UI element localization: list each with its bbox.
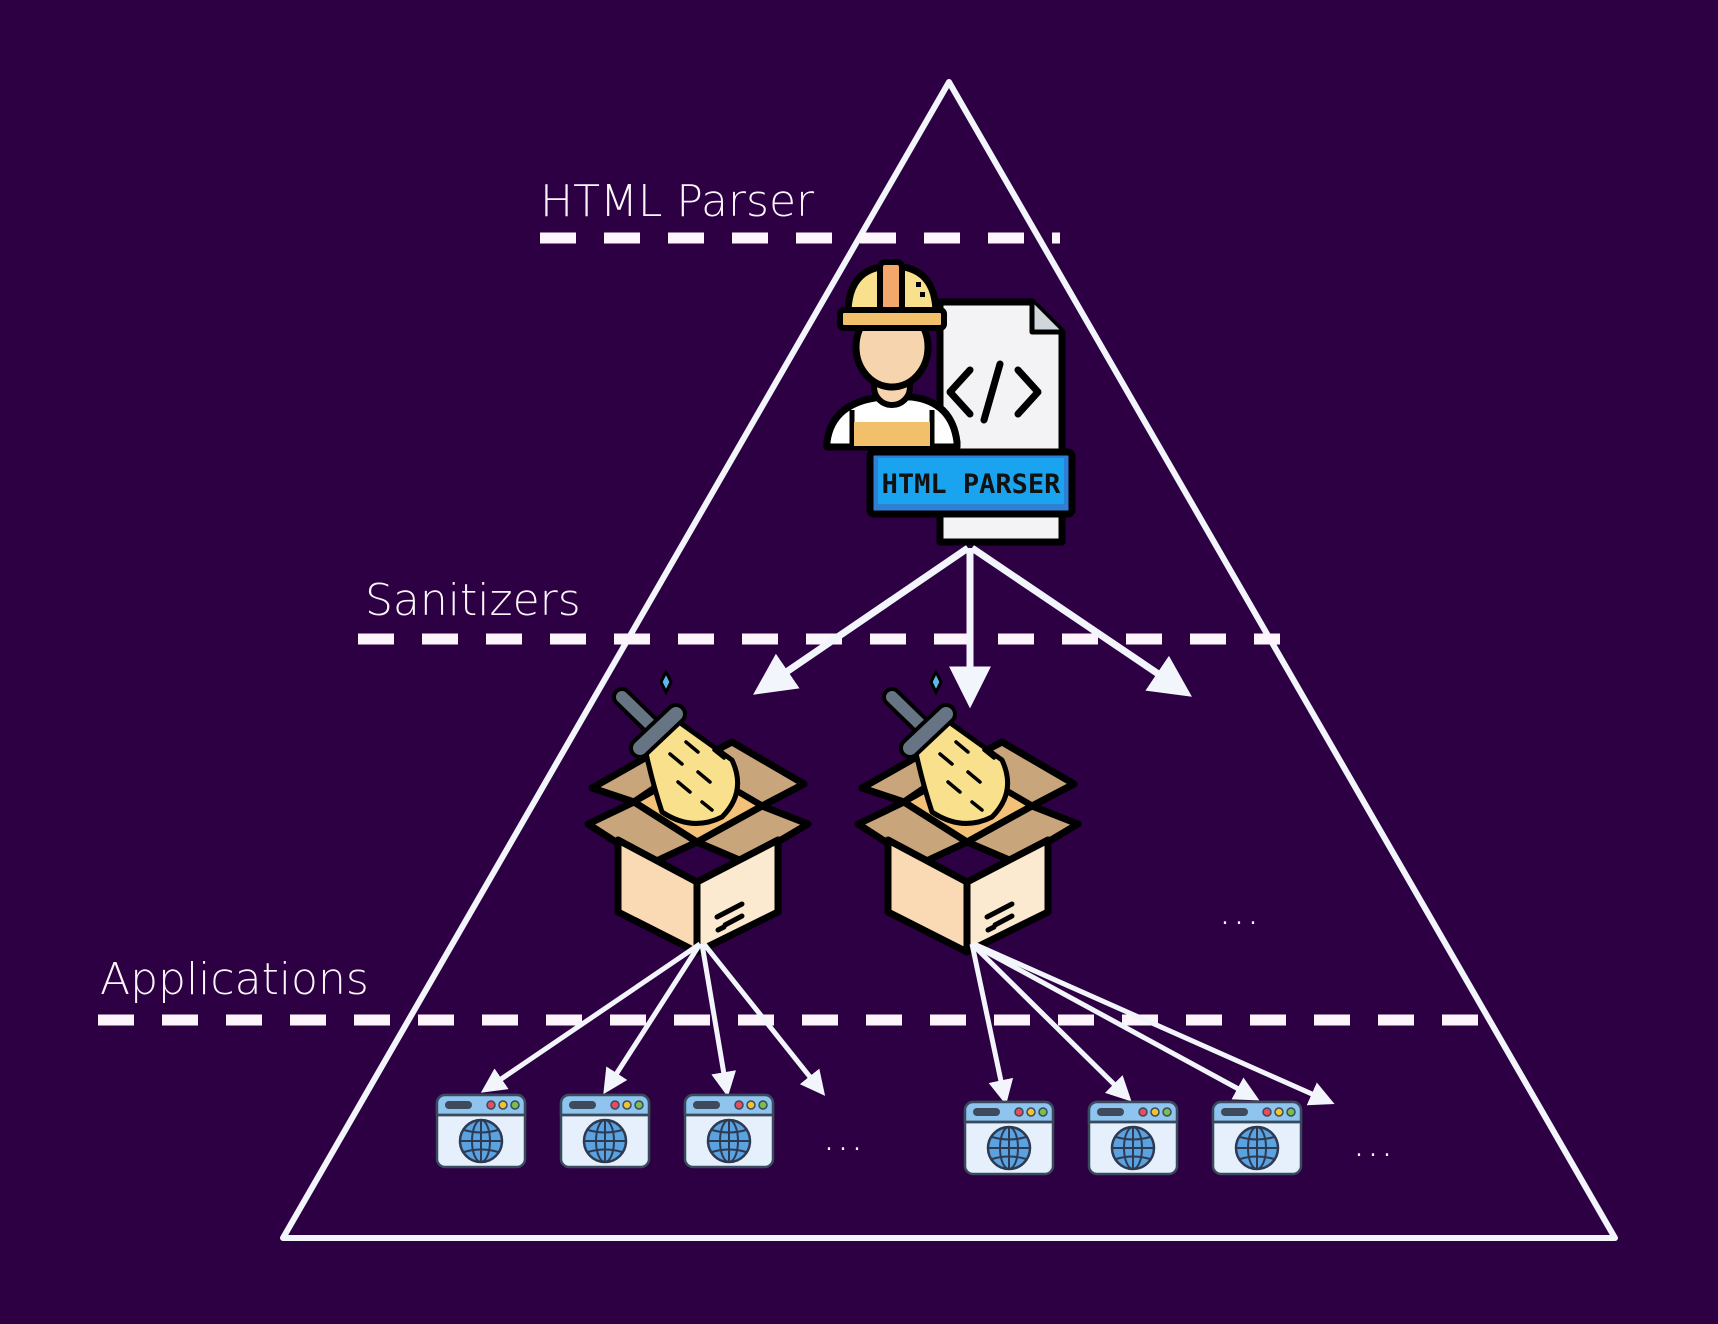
edge-sanitizer-2-app-1 — [969, 943, 1014, 1105]
edge-sanitizer-1-app-3 — [699, 943, 736, 1097]
parser-edges — [753, 545, 1192, 709]
layer-label-sanitizers: Sanitizers — [365, 575, 581, 626]
sanitizer-1-broom-box-icon — [588, 672, 808, 952]
sanitizer-2-broom-box-icon — [858, 672, 1078, 952]
app-group-2-ellipsis: ... — [1352, 1116, 1394, 1167]
edge-sanitizer-2-app-2 — [970, 942, 1132, 1102]
pyramid-outline — [280, 79, 1618, 1241]
edge-parser-sanitizer-1 — [753, 545, 970, 695]
sanitizer-2-edges — [969, 941, 1335, 1106]
edge-parser-sanitizer-more — [970, 545, 1192, 697]
edge-sanitizer-1-app-more — [702, 942, 826, 1096]
layer-label-applications: Applications — [100, 954, 369, 1005]
app-1-1-browser-icon — [435, 1093, 527, 1169]
edge-sanitizer-1-app-1 — [480, 941, 702, 1093]
app-group-1-ellipsis: ... — [822, 1110, 864, 1161]
edge-sanitizer-2-app-3 — [970, 941, 1260, 1101]
app-1-3-browser-icon — [683, 1093, 775, 1169]
layer-label-html-parser: HTML Parser — [540, 176, 815, 227]
edge-sanitizer-2-app-more — [972, 941, 1335, 1106]
app-2-3-browser-icon — [1211, 1100, 1303, 1176]
app-2-2-browser-icon — [1087, 1100, 1179, 1176]
app-2-1-browser-icon — [963, 1100, 1055, 1176]
sanitizer-1-edges — [480, 941, 826, 1097]
parser-badge-text: HTML PARSER — [882, 469, 1062, 500]
sanitizer-more-ellipsis: ... — [1218, 884, 1260, 935]
app-1-2-browser-icon — [559, 1093, 651, 1169]
html-parser-worker-icon: HTML PARSER — [823, 259, 1076, 546]
edge-sanitizer-1-app-2 — [603, 942, 703, 1095]
